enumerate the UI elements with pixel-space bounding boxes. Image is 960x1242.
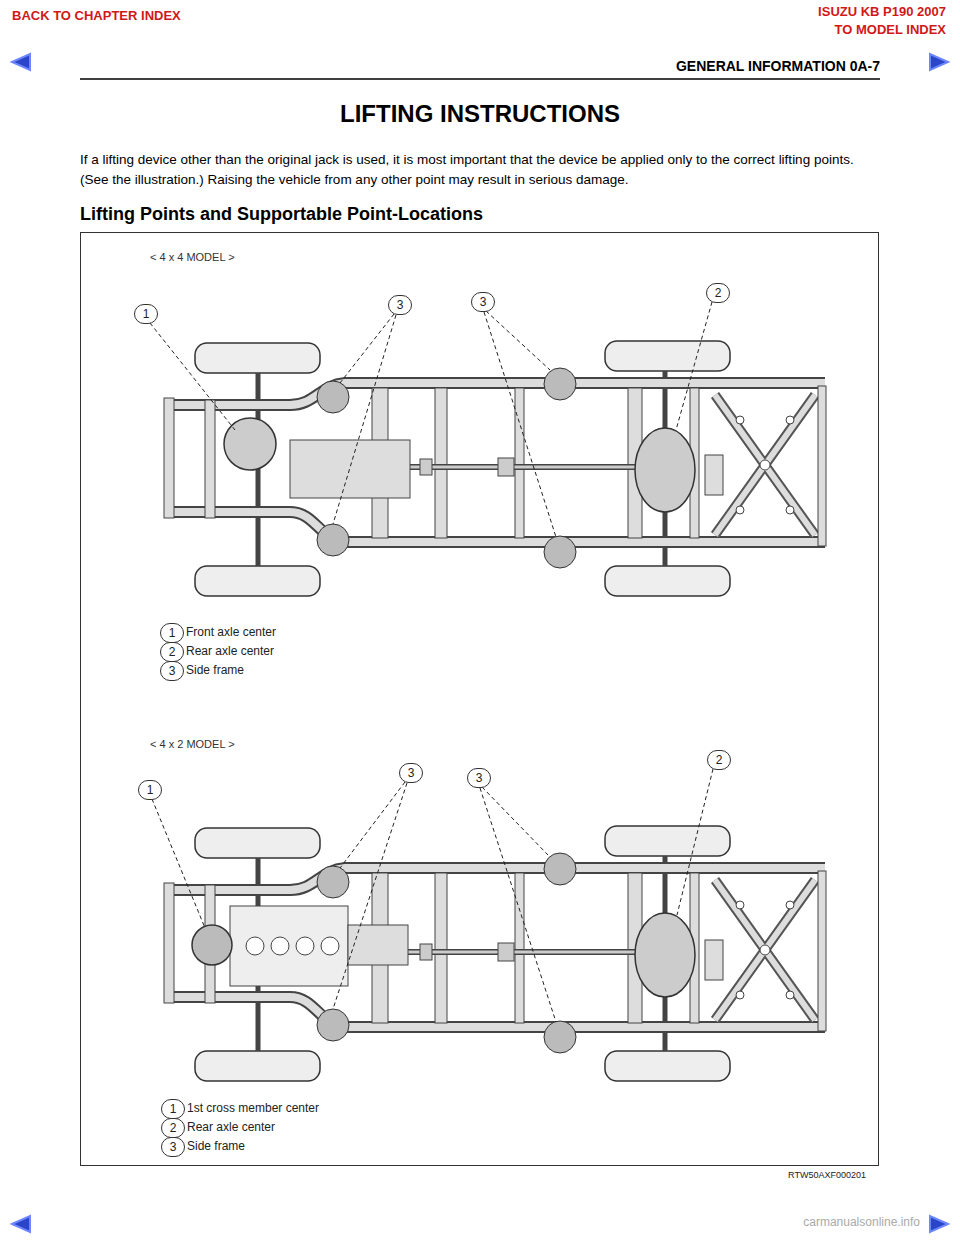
callout-text: 2 bbox=[715, 287, 722, 299]
callout-number: 3 bbox=[388, 295, 412, 315]
callout-text: 1 bbox=[169, 627, 176, 639]
model-heading: < 4 x 4 MODEL > bbox=[150, 251, 235, 264]
callout-text: 3 bbox=[408, 767, 415, 779]
callout-number: 2 bbox=[706, 283, 730, 303]
callout-number: 3 bbox=[160, 661, 184, 681]
callout-number: 1 bbox=[161, 1099, 185, 1119]
subheading: Lifting Points and Supportable Point-Loc… bbox=[80, 204, 483, 226]
key-text: Front axle center bbox=[186, 625, 276, 639]
callout-text: 1 bbox=[143, 308, 150, 320]
intro-paragraph: If a lifting device other than the origi… bbox=[80, 150, 880, 189]
callout-text: 3 bbox=[476, 772, 483, 784]
key-text: Rear axle center bbox=[187, 1120, 275, 1134]
key-text: Side frame bbox=[187, 1139, 245, 1153]
model-heading: < 4 x 2 MODEL > bbox=[150, 738, 235, 751]
callout-number: 1 bbox=[138, 780, 162, 800]
callout-text: 3 bbox=[480, 296, 487, 308]
nav-link: BACK TO CHAPTER INDEX bbox=[12, 8, 181, 24]
callout-text: 2 bbox=[170, 1122, 177, 1134]
key-text: Rear axle center bbox=[186, 644, 274, 658]
callout-number: 2 bbox=[161, 1118, 185, 1138]
figure-code: RTW50AXF000201 bbox=[788, 1170, 866, 1181]
key-text: Side frame bbox=[186, 663, 244, 677]
callout-text: 3 bbox=[169, 665, 176, 677]
page-title: LIFTING INSTRUCTIONS bbox=[0, 100, 960, 129]
callout-number: 2 bbox=[160, 642, 184, 662]
callout-number: 1 bbox=[160, 623, 184, 643]
callout-text: 3 bbox=[170, 1141, 177, 1153]
callout-number: 3 bbox=[399, 763, 423, 783]
callout-number: 3 bbox=[467, 768, 491, 788]
callout-text: 2 bbox=[169, 646, 176, 658]
callout-text: 2 bbox=[716, 754, 723, 766]
callout-number: 1 bbox=[134, 304, 158, 324]
watermark: carmanualsonline.info bbox=[803, 1215, 920, 1229]
callout-text: 3 bbox=[397, 299, 404, 311]
section-header: GENERAL INFORMATION 0A-7 bbox=[676, 58, 880, 75]
model-title: ISUZU KB P190 2007 bbox=[818, 4, 946, 20]
callout-text: 1 bbox=[170, 1103, 177, 1115]
callout-number: 2 bbox=[707, 750, 731, 770]
callout-number: 3 bbox=[471, 292, 495, 312]
callout-text: 1 bbox=[147, 784, 154, 796]
callout-number: 3 bbox=[161, 1137, 185, 1157]
key-text: 1st cross member center bbox=[187, 1101, 319, 1115]
nav-link: TO MODEL INDEX bbox=[835, 22, 946, 38]
